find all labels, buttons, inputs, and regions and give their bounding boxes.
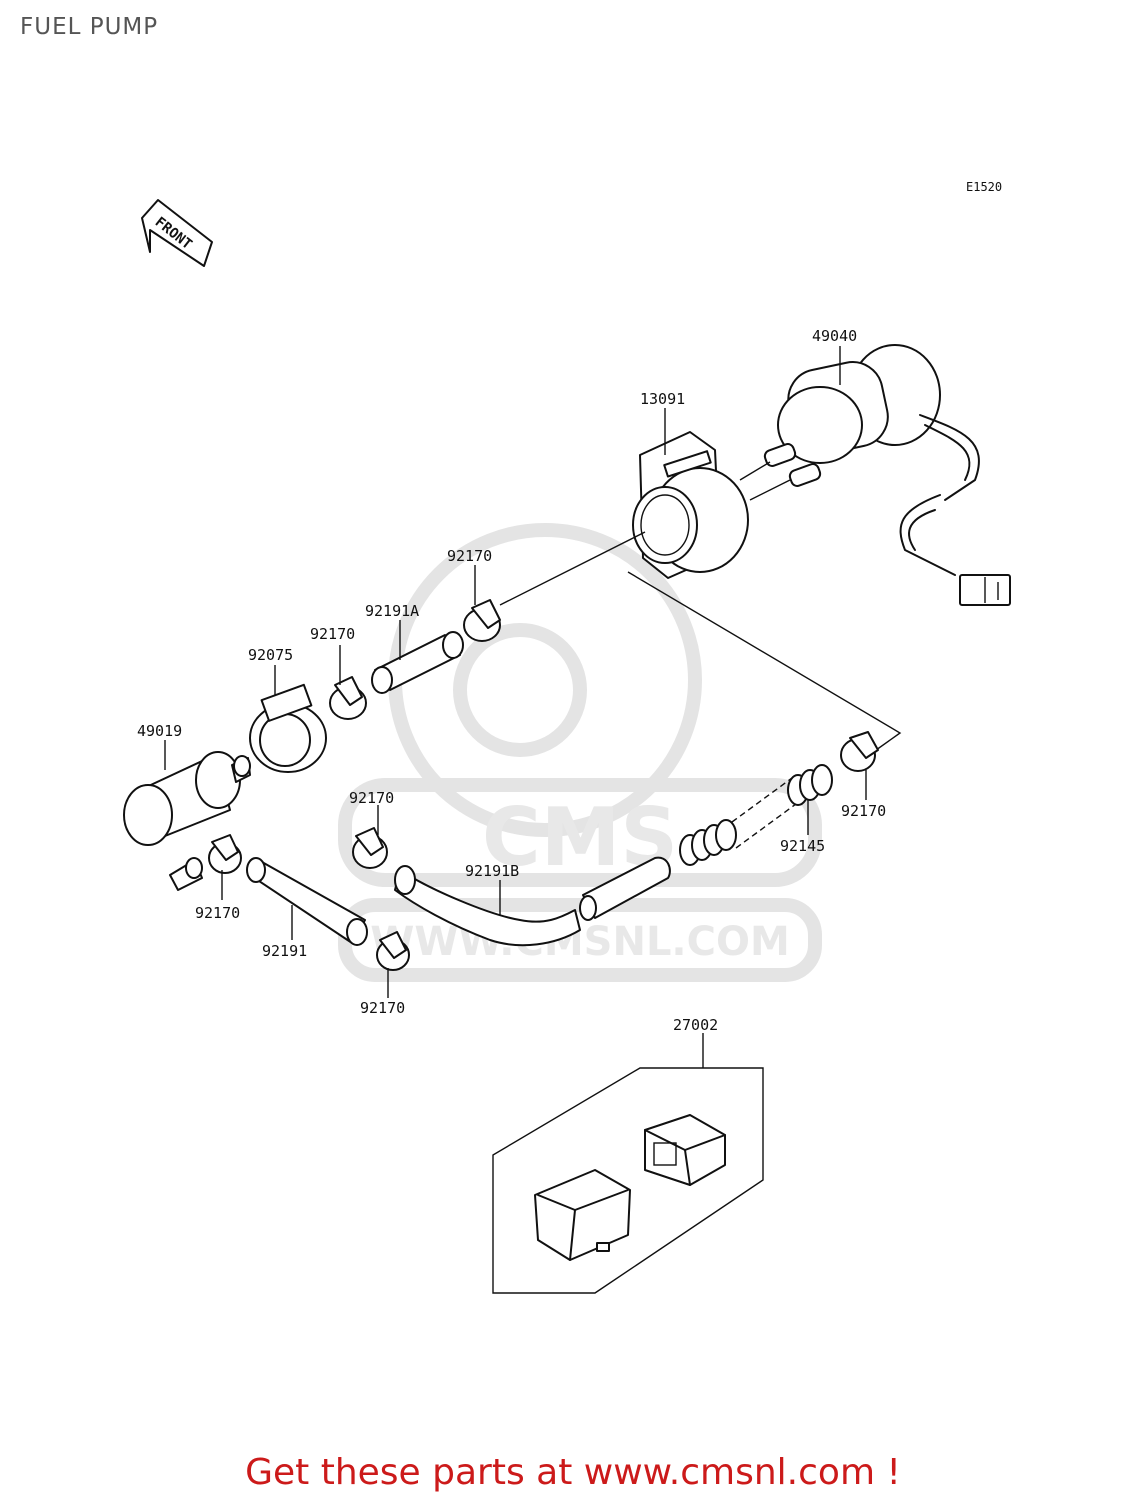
label-92191a: 92191A xyxy=(365,602,419,620)
label-92170-a: 92170 xyxy=(447,547,492,565)
part-92145-spring[interactable] xyxy=(679,764,833,866)
parts-diagram: CMS WWW.CMSNL.COM E1520 FRONT 49040 xyxy=(123,180,1011,1294)
label-49040: 49040 xyxy=(812,327,857,345)
part-27002-connector-set[interactable] xyxy=(492,1067,764,1294)
part-92191-hose[interactable] xyxy=(246,857,368,946)
part-92170-clamp-right[interactable] xyxy=(840,731,879,772)
part-92170-clamp-center[interactable] xyxy=(352,827,388,869)
part-92075-band[interactable] xyxy=(249,683,327,773)
label-92075: 92075 xyxy=(248,646,293,664)
part-92170-clamp-mid[interactable] xyxy=(329,676,367,720)
label-92170-e: 92170 xyxy=(195,904,240,922)
part-92170-clamp-left[interactable] xyxy=(208,834,242,874)
label-49019: 49019 xyxy=(137,722,182,740)
front-arrow: FRONT xyxy=(141,199,213,267)
part-13091-bracket[interactable] xyxy=(632,431,791,579)
part-92170-clamp-upper[interactable] xyxy=(463,599,501,642)
label-92170-d: 92170 xyxy=(841,802,886,820)
label-92145: 92145 xyxy=(780,837,825,855)
label-92170-f: 92170 xyxy=(360,999,405,1017)
page-title: FUEL PUMP xyxy=(20,14,159,40)
part-49019-filter[interactable] xyxy=(123,751,251,891)
label-92170-c: 92170 xyxy=(349,789,394,807)
part-92191b-hose[interactable] xyxy=(394,856,671,947)
label-92191b: 92191B xyxy=(465,862,519,880)
part-92170-clamp-bottom[interactable] xyxy=(376,931,410,971)
label-27002: 27002 xyxy=(673,1016,718,1034)
diagram-code: E1520 xyxy=(966,180,1002,194)
label-92170-b: 92170 xyxy=(310,625,355,643)
footer-cta-link[interactable]: Get these parts at www.cmsnl.com ! xyxy=(245,1452,901,1493)
part-49040-fuel-pump[interactable] xyxy=(763,344,1011,606)
label-13091: 13091 xyxy=(640,390,685,408)
label-92191: 92191 xyxy=(262,942,307,960)
part-92191a-hose[interactable] xyxy=(371,631,464,694)
